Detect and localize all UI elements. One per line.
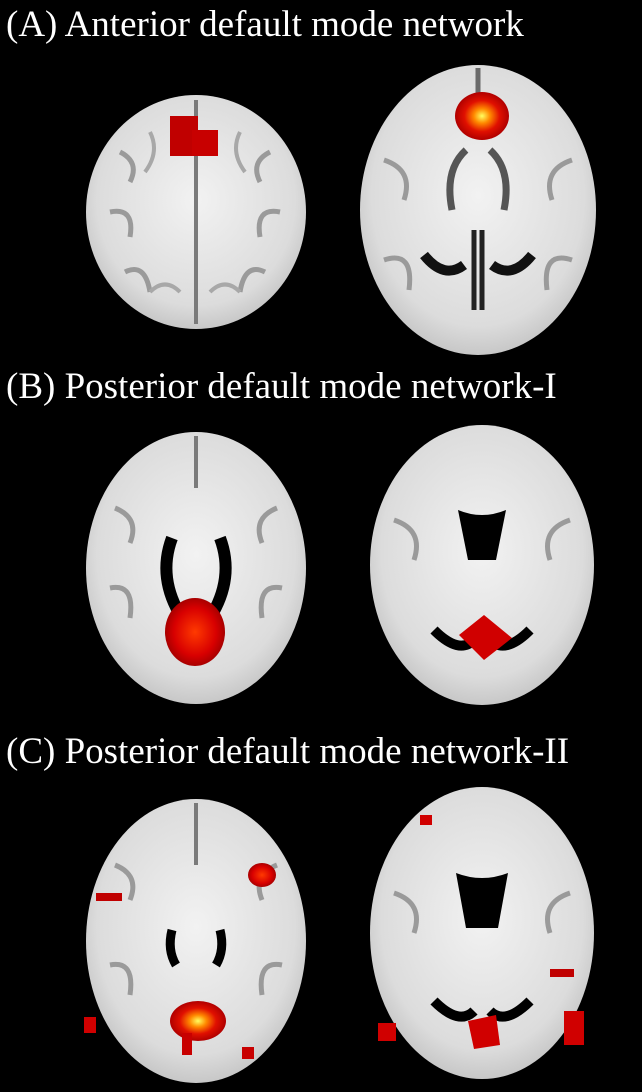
panel-b-title: (B) Posterior default mode network-I (6, 366, 557, 407)
brain-slice-a-inferior (354, 60, 602, 360)
activation-cluster (550, 969, 574, 977)
panel-a: (A) Anterior default mode network (0, 0, 642, 360)
activation-cluster (182, 1033, 192, 1055)
brain-slice-b-inferior (364, 420, 600, 710)
activation-cluster (564, 1011, 584, 1045)
panel-c-title: (C) Posterior default mode network-II (6, 731, 570, 772)
brain-slice-c-inferior (364, 783, 600, 1083)
activation-cluster (378, 1023, 396, 1041)
activation-cluster (192, 130, 218, 156)
activation-cluster (170, 1001, 226, 1041)
panel-a-title: (A) Anterior default mode network (6, 4, 524, 45)
activation-cluster (165, 598, 225, 666)
activation-cluster (242, 1047, 254, 1059)
activation-cluster (248, 863, 276, 887)
brain-slice-a-superior (80, 92, 312, 332)
panel-c: (C) Posterior default mode network-II (0, 725, 642, 1092)
brain-slice-b-superior (80, 428, 312, 708)
activation-cluster (468, 1015, 500, 1049)
brain-slice-c-superior (80, 795, 312, 1087)
activation-cluster (459, 615, 512, 660)
panel-b: (B) Posterior default mode network-I (0, 360, 642, 725)
activation-cluster (96, 893, 122, 901)
activation-cluster (420, 815, 432, 825)
activation-cluster (455, 92, 509, 140)
activation-cluster (84, 1017, 96, 1033)
